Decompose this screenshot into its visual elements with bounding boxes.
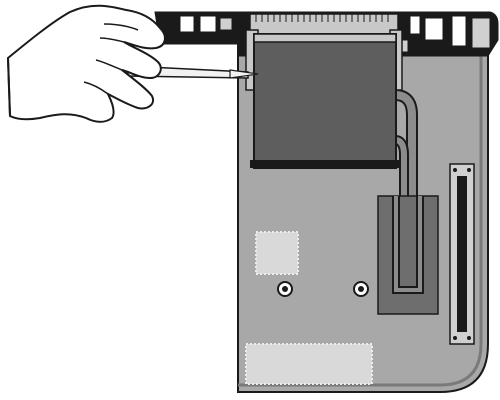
chip-pad [377, 195, 439, 315]
slot-channel [457, 176, 467, 332]
glove-palm [6, 4, 166, 123]
glove-finger-crease-3 [83, 81, 109, 95]
port-3 [219, 17, 233, 31]
slot-pin-top-left [453, 168, 457, 172]
heat-pipe-inner [394, 91, 416, 200]
label-area-small [255, 231, 299, 275]
port-6 [451, 15, 467, 47]
gloved-hand-icon [6, 4, 166, 123]
glove-cuff [7, 57, 11, 117]
screw-icon-left [277, 281, 293, 297]
port-2 [199, 15, 217, 33]
slot-pin-bottom-left [453, 336, 457, 340]
glove-thumb [103, 23, 139, 31]
pipe-end-inner [394, 196, 422, 292]
board-edge-shadow [238, 40, 483, 387]
memory-slot-icon [449, 163, 475, 345]
screw-icon-right [353, 281, 369, 297]
port-5 [424, 17, 444, 41]
heatsink-top-plate [253, 33, 397, 43]
heatsink-fin-lines [255, 14, 389, 22]
heatsink-bottom-edge [250, 160, 400, 168]
slot-pin-top-right [467, 168, 471, 172]
label-area-large [245, 343, 373, 385]
port-4 [409, 15, 421, 35]
heatsink-body [253, 33, 397, 169]
port-1 [179, 15, 195, 33]
heatsink-assembly [245, 13, 418, 200]
glove-finger-crease-1 [99, 37, 125, 43]
port-7 [471, 17, 491, 49]
spudger-tip [229, 69, 259, 79]
gpu-pad [377, 195, 439, 315]
slot-pin-bottom-right [467, 336, 471, 340]
glove-finger-crease-2 [95, 59, 123, 71]
